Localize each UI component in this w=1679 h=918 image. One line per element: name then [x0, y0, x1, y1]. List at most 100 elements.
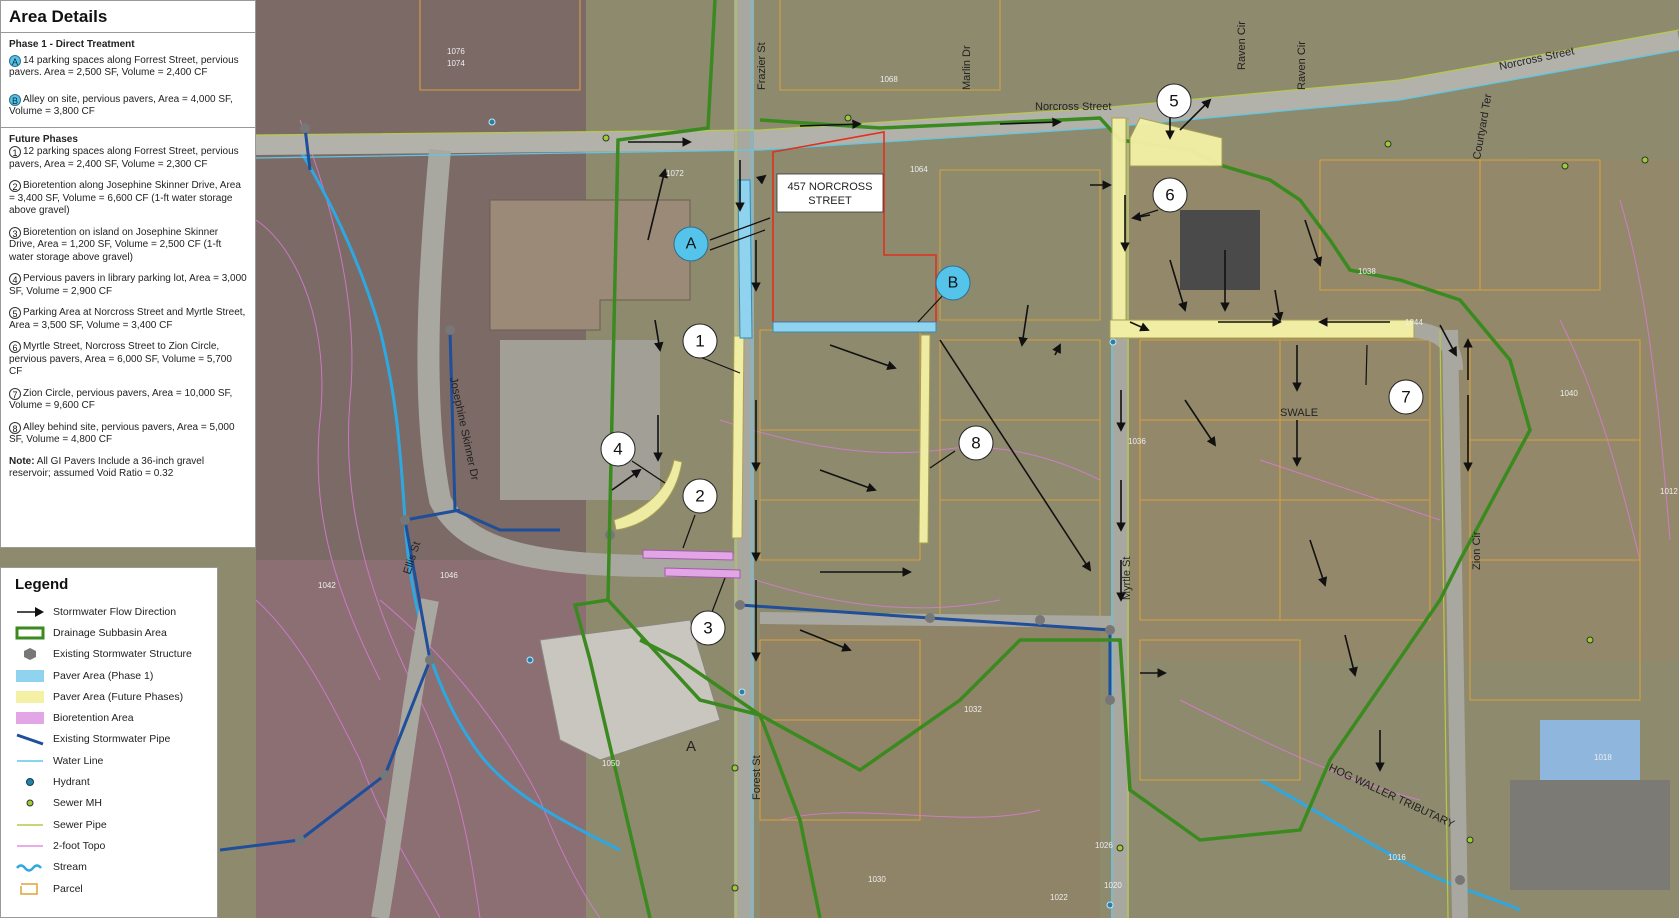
- topo-numbers: 1076 1074 1072 1068 1064 1050 1046 1044 …: [318, 47, 1678, 902]
- svg-text:2: 2: [695, 487, 704, 506]
- myrtle-building: [1180, 210, 1260, 290]
- flow-arrow: [799, 119, 862, 130]
- marker-4[interactable]: 4: [600, 431, 636, 467]
- flow-arrow: [611, 468, 642, 491]
- badge-5-icon: 5: [9, 307, 21, 319]
- legend-label: Hydrant: [53, 776, 90, 789]
- marker-7[interactable]: 7: [1388, 379, 1424, 415]
- legend-title: Legend: [15, 576, 69, 593]
- library-building: [489, 199, 691, 331]
- legend-label: Existing Stormwater Pipe: [53, 733, 171, 746]
- future-item-6-text: Myrtle Street, Norcross Street to Zion C…: [9, 341, 232, 377]
- svg-text:1032: 1032: [964, 705, 982, 714]
- phase1-paver-areas: [737, 179, 937, 339]
- svg-text:8: 8: [971, 434, 980, 453]
- swatch-icon: [15, 689, 45, 705]
- frazier-street-label: Frazier St: [756, 42, 768, 90]
- legend-label: Existing Stormwater Structure: [53, 648, 192, 661]
- flow-arrow: [1052, 343, 1061, 356]
- subbasin-outline-icon: [15, 625, 45, 641]
- svg-text:5: 5: [1169, 92, 1178, 111]
- norcross-street-label: Norcross Street: [1035, 101, 1111, 113]
- site-label-line2: STREET: [808, 195, 852, 207]
- badge-7-icon: 7: [9, 387, 21, 400]
- stream-wave-icon: [15, 859, 45, 875]
- future-item-2-text: Bioretention along Josephine Skinner Dri…: [9, 180, 241, 216]
- marker-3[interactable]: 3: [690, 610, 726, 646]
- marker-6[interactable]: 6: [1152, 177, 1188, 213]
- phase1-markers[interactable]: A B: [673, 226, 971, 301]
- myrtle-street-label: Myrtle St: [1121, 557, 1133, 600]
- phase1-item-a-text: 14 parking spaces along Forrest Street, …: [9, 54, 239, 79]
- svg-text:4: 4: [613, 440, 622, 459]
- badge-a-icon: A: [9, 54, 21, 67]
- svg-text:B: B: [948, 275, 959, 292]
- svg-text:1046: 1046: [440, 571, 458, 580]
- flow-arrow: [1129, 321, 1150, 332]
- badge-6-icon: 6: [9, 341, 21, 353]
- flow-arrow: [939, 339, 1092, 572]
- note-label: Note:: [9, 455, 35, 467]
- legend-label: Stream: [53, 861, 87, 874]
- future-markers[interactable]: 1 2 3 4 5 6 7 8: [600, 83, 1424, 646]
- zion-circle-label: Zion Cir: [1471, 531, 1483, 570]
- area-details-title: Area Details: [1, 1, 255, 33]
- svg-text:7: 7: [1401, 388, 1410, 407]
- gi-pavers-note: Note: All GI Pavers Include a 36-inch gr…: [9, 456, 247, 481]
- legend-label: Sewer MH: [53, 797, 103, 810]
- utility-points: [488, 114, 1649, 909]
- legend-item-hydrant: Hydrant: [15, 771, 203, 792]
- leader-lines: [631, 209, 1368, 613]
- residential-area-south: [760, 620, 1100, 918]
- raven-circle-label: Raven Cir: [1236, 21, 1248, 70]
- legend-item-stream: Stream: [15, 857, 203, 878]
- marker-1[interactable]: 1: [682, 323, 718, 359]
- parcel-lines: [419, 0, 1641, 821]
- sewer-mh-dot-icon: [15, 795, 45, 811]
- future-heading: Future Phases: [9, 133, 78, 145]
- flow-arrow: [1274, 289, 1284, 322]
- svg-text:1064: 1064: [910, 165, 928, 174]
- svg-text:1026: 1026: [1095, 841, 1113, 850]
- flow-arrow: [1439, 324, 1457, 357]
- marker-8[interactable]: 8: [958, 425, 994, 461]
- legend-label: Drainage Subbasin Area: [53, 626, 167, 639]
- flow-arrow: [1179, 98, 1212, 131]
- svg-text:1012: 1012: [1660, 487, 1678, 496]
- legend-label: Paver Area (Future Phases): [53, 690, 184, 703]
- library-parking-lot: [500, 340, 660, 500]
- future-item-8-text: Alley behind site, pervious pavers, Area…: [9, 421, 235, 446]
- marker-2[interactable]: 2: [682, 478, 718, 514]
- legend-item-flow: Stormwater Flow Direction: [15, 601, 203, 622]
- marker-b[interactable]: B: [935, 265, 971, 301]
- hydrant-dot-icon: [15, 774, 45, 790]
- site-label-line1: 457 NORCROSS: [788, 181, 873, 193]
- marker-5[interactable]: 5: [1156, 83, 1192, 119]
- marker-a[interactable]: A: [673, 226, 709, 262]
- pipe-line-icon: [15, 731, 45, 747]
- phase1-item-b-text: Alley on site, pervious pavers, Area = 4…: [9, 93, 233, 118]
- svg-text:1036: 1036: [1128, 437, 1146, 446]
- legend-item-subbasin: Drainage Subbasin Area: [15, 622, 203, 643]
- stormwater-structures: [295, 123, 1465, 885]
- school-building: [539, 619, 721, 761]
- flow-arrow: [1169, 259, 1188, 312]
- flow-arrow: [999, 117, 1062, 128]
- building-a-label: A: [686, 738, 696, 755]
- badge-1-icon: 1: [9, 146, 21, 158]
- flow-arrow: [654, 319, 664, 352]
- forest-street-label: Forest St: [751, 755, 763, 800]
- svg-text:6: 6: [1165, 186, 1174, 205]
- legend-label: 2-foot Topo: [53, 839, 106, 852]
- svg-text:3: 3: [703, 619, 712, 638]
- legend-item-parcel: Parcel: [15, 878, 203, 899]
- topo-line-icon: [15, 838, 45, 854]
